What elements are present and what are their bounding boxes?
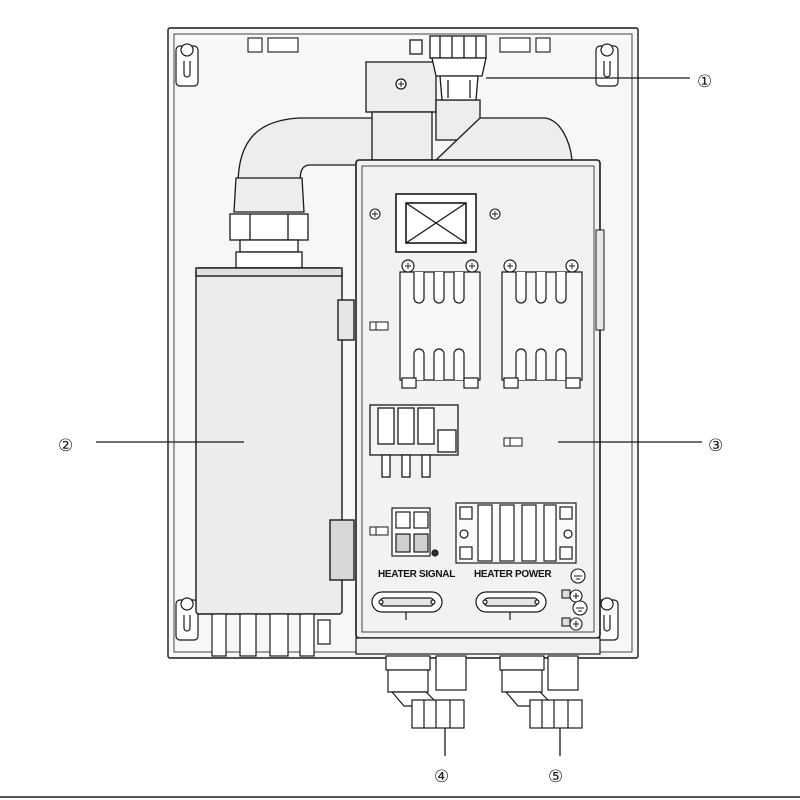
- heater-cylinder: [195, 267, 355, 615]
- panel-screws: [369, 208, 501, 220]
- contactor-right: [501, 259, 583, 389]
- callout-leaders: [96, 77, 702, 756]
- callout-2: ②: [58, 436, 73, 455]
- callout-4: ④: [434, 767, 449, 786]
- panel-markers: [369, 321, 523, 536]
- bottom-cable-gland-right: [499, 655, 583, 729]
- top-mount-tabs: [247, 37, 551, 53]
- ground-terminals: [561, 568, 588, 631]
- top-valve-block: [365, 61, 573, 161]
- callout-3: ③: [708, 436, 723, 455]
- cylinder-top-nut: [229, 213, 309, 269]
- contactor-left: [399, 259, 481, 389]
- top-gland-fitting: [409, 35, 487, 101]
- heater-signal-label: HEATER SIGNAL: [378, 569, 455, 580]
- callout-5: ⑤: [548, 767, 563, 786]
- callout-1: ①: [697, 72, 712, 91]
- heater-power-terminal: [455, 502, 577, 564]
- heater-power-label: HEATER POWER: [474, 569, 552, 580]
- cylinder-bottom-pipes: [211, 613, 331, 657]
- elbow-pipe: [233, 117, 381, 213]
- heater-signal-terminal: [391, 507, 439, 557]
- display-window: [395, 193, 477, 253]
- mounting-keyholes: [175, 43, 619, 641]
- bottom-cable-gland-left: [385, 655, 467, 729]
- cable-entry-slots: [371, 591, 547, 620]
- terminal-block-middle: [369, 404, 459, 478]
